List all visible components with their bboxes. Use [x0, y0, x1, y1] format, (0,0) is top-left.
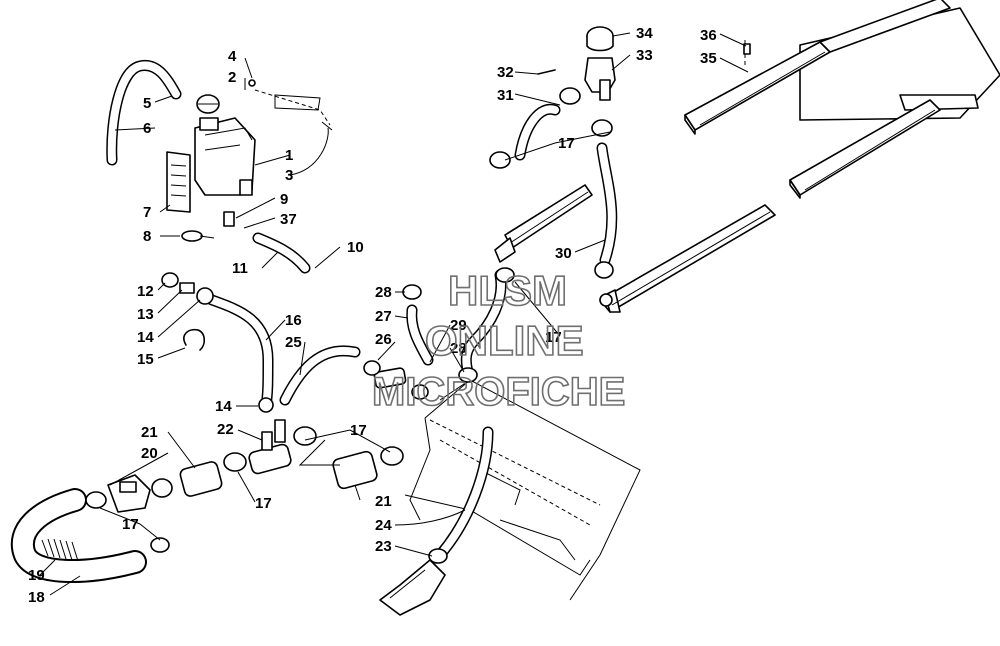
callout-labels: 1 2 3 4 5 6 7 8 9 10 11 12 13 14 14 15 1… [28, 25, 717, 606]
tunnel-chassis [379, 379, 641, 616]
clamp-23 [428, 548, 448, 564]
cap-34 [586, 26, 614, 52]
tank-cap [196, 94, 220, 114]
clamp-15 [183, 328, 206, 351]
callout-37: 37 [280, 211, 297, 228]
callout-25: 25 [285, 334, 302, 351]
clamp-17-hx [594, 261, 614, 279]
clamp-17-lower-left [85, 491, 107, 509]
heat-exchanger-middle [494, 184, 593, 263]
watermark: HLSM ONLINE MICROFICHE [371, 266, 626, 415]
callout-14-lower: 14 [215, 398, 232, 415]
coolant-tank [194, 117, 256, 196]
tee-22 [248, 419, 292, 475]
clamp-31-end [489, 151, 511, 169]
callout-10: 10 [347, 239, 364, 256]
tank-bracket [248, 79, 333, 131]
callout-33: 33 [636, 47, 653, 64]
callout-35: 35 [700, 50, 717, 67]
clamp-14-lower [258, 397, 274, 413]
callout-31: 31 [497, 87, 514, 104]
cap-12 [161, 272, 179, 288]
fitting-9 [223, 211, 235, 227]
clamp-17-upper [591, 119, 613, 137]
leader-lines [39, 32, 749, 596]
fitting-13 [179, 282, 195, 294]
callout-21-right: 21 [375, 493, 392, 510]
callout-32: 32 [497, 64, 514, 81]
clamp-14-upper [196, 287, 214, 305]
watermark-line-3: MICROFICHE [372, 370, 625, 414]
clamp-17-right [380, 446, 404, 466]
clamp-17-bottom [150, 537, 170, 553]
callout-23: 23 [375, 538, 392, 555]
decal-7 [166, 151, 191, 213]
clamp-8 [181, 230, 215, 242]
callout-15: 15 [137, 351, 154, 368]
callout-12: 12 [137, 283, 154, 300]
callout-29: 29 [450, 317, 467, 334]
callout-18: 18 [28, 589, 45, 606]
clamp-17-left2 [151, 478, 173, 498]
callout-28-top: 28 [375, 284, 392, 301]
callout-22: 22 [217, 421, 234, 438]
clamp-17-left [223, 452, 247, 472]
callout-8: 8 [143, 228, 151, 245]
callout-36: 36 [700, 27, 717, 44]
callout-30: 30 [555, 245, 572, 262]
hose-corrugation-19 [41, 538, 79, 562]
clamp-17-mid-right [495, 267, 515, 283]
heat-exchanger-lower-right [599, 204, 776, 313]
callout-17-d: 17 [558, 135, 575, 152]
callout-9: 9 [280, 191, 288, 208]
callout-6: 6 [143, 120, 151, 137]
screw-32 [537, 69, 556, 75]
callout-17-e: 17 [545, 329, 562, 346]
fastener-36 [743, 43, 751, 55]
callout-7: 7 [143, 204, 151, 221]
callout-14-upper: 14 [137, 329, 154, 346]
sleeve-21-right [332, 450, 378, 490]
callout-27: 27 [375, 308, 392, 325]
pipe-center [298, 439, 340, 466]
hose-24 [434, 426, 494, 561]
callout-28-low: 28 [450, 340, 467, 357]
callout-2: 2 [228, 69, 236, 86]
callout-20: 20 [141, 445, 158, 462]
callout-17-a: 17 [350, 422, 367, 439]
callout-4: 4 [228, 48, 237, 65]
watermark-line-1: HLSM [448, 267, 567, 314]
callout-17-c: 17 [122, 516, 139, 533]
watermark-line-2: ONLINE [425, 317, 584, 364]
callout-16: 16 [285, 312, 302, 329]
callout-34: 34 [636, 25, 653, 42]
callout-21-left: 21 [141, 424, 158, 441]
callout-17-b: 17 [255, 495, 272, 512]
callout-11: 11 [232, 260, 248, 277]
thermostat-housing-20 [107, 474, 151, 513]
clamp-17-center [293, 426, 317, 446]
sleeve-21-left [179, 461, 223, 497]
filler-neck-33 [559, 57, 616, 105]
callout-5: 5 [143, 95, 151, 112]
callout-1: 1 [285, 147, 293, 164]
callout-13: 13 [137, 306, 154, 323]
callout-26: 26 [375, 331, 392, 348]
callout-24: 24 [375, 517, 392, 534]
clamp-28-top [402, 284, 422, 300]
heat-exchanger-upper-right [684, 0, 1000, 199]
callout-3: 3 [285, 167, 293, 184]
fitting-26 [363, 360, 429, 400]
callout-19: 19 [28, 567, 45, 584]
